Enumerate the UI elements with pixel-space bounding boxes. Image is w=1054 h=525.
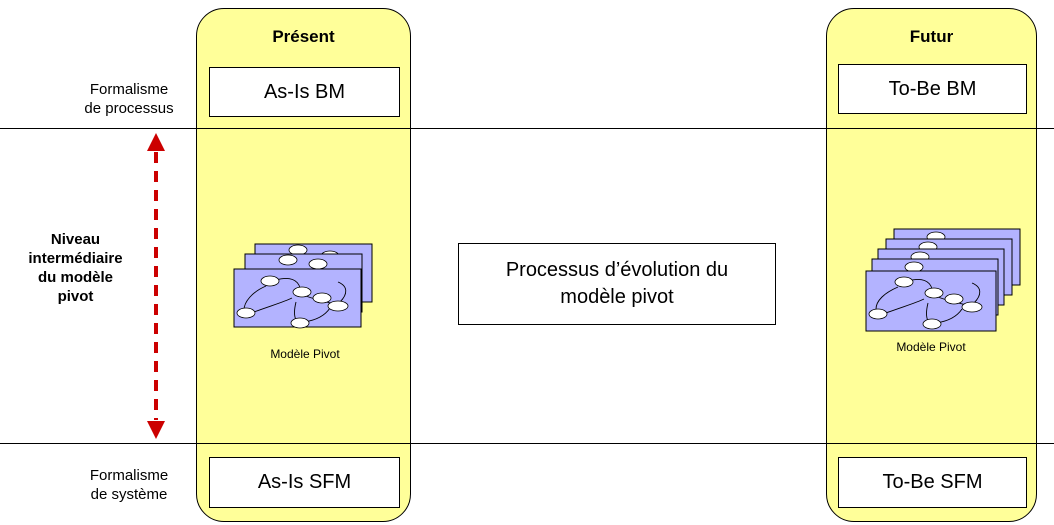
system-formalism-line1: Formalisme <box>89 467 169 484</box>
evolution-process-box: Processus d’évolution du modèle pivot <box>458 243 776 325</box>
to-be-sfm-box: To-Be SFM <box>838 457 1027 508</box>
future-pivot-caption: Modèle Pivot <box>896 340 966 354</box>
as-is-sfm-box: As-Is SFM <box>209 457 400 508</box>
present-pivot-model-icon <box>233 243 373 329</box>
present-pivot-caption: Modèle Pivot <box>270 347 340 361</box>
process-formalism-label: Formalisme de processus <box>60 80 198 118</box>
evolution-process-line2: modèle pivot <box>560 286 674 308</box>
system-formalism-line2: de système <box>90 486 168 503</box>
arrow-head-down <box>147 421 165 439</box>
arrow-head-up <box>147 133 165 151</box>
future-title: Futur <box>909 27 954 46</box>
present-title: Présent <box>272 27 335 46</box>
level-line1: Niveau <box>50 231 101 248</box>
to-be-bm-box: To-Be BM <box>838 64 1027 114</box>
system-formalism-label: Formalisme de système <box>60 466 198 504</box>
intermediate-level-label: Niveau intermédiaire du modèle pivot <box>18 230 133 306</box>
pivot-sheet-1 <box>865 270 997 332</box>
process-formalism-line2: de processus <box>84 100 174 117</box>
evolution-process-line1: Processus d’évolution du <box>505 259 729 281</box>
top-divider-line <box>0 128 1054 129</box>
level-line4: pivot <box>57 288 94 305</box>
future-pivot-model-icon <box>865 228 1021 332</box>
process-formalism-line1: Formalisme <box>89 81 169 98</box>
level-range-arrow <box>147 133 165 439</box>
level-line2: intermédiaire <box>28 250 123 267</box>
bottom-divider-line <box>0 443 1054 444</box>
pivot-sheet-front <box>233 268 362 329</box>
as-is-bm-box: As-Is BM <box>209 67 400 117</box>
level-line3: du modèle <box>37 269 113 286</box>
